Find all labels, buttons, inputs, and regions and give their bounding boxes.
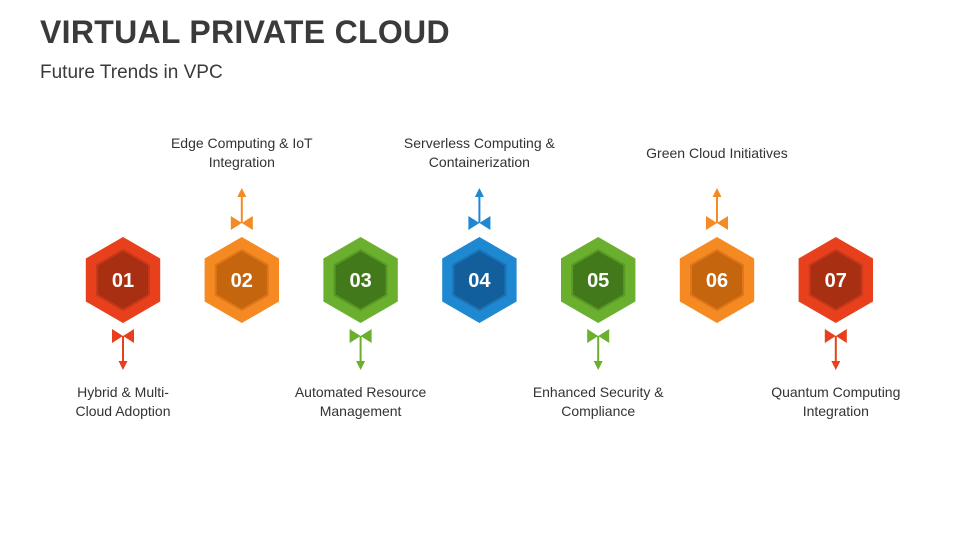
page-subtitle: Future Trends in VPC [40, 62, 223, 83]
arrow-up-icon [237, 188, 247, 197]
step-1-number: 01 [112, 270, 134, 292]
step-3-bowtie-left [349, 329, 361, 343]
step-6-bowtie-right [717, 216, 728, 230]
step-3-inner-hexagon [333, 248, 388, 312]
step-3-label: Automated Resource Management [294, 384, 427, 419]
step-3-bowtie-right [360, 329, 372, 343]
step-6: 06 [679, 188, 755, 323]
step-3-number: 03 [349, 270, 371, 292]
step-7-label: Quantum Computing Integration [771, 384, 901, 419]
step-5-number: 05 [587, 270, 609, 292]
arrow-down-icon [831, 361, 841, 370]
arrow-down-icon [118, 361, 128, 370]
step-1: 01 [85, 237, 161, 370]
step-2-bowtie-right [241, 216, 253, 230]
step-5-inner-hexagon [571, 248, 626, 312]
step-1-label: Hybrid & Multi- Cloud Adoption [75, 384, 171, 419]
step-7-bowtie-left [824, 329, 836, 343]
step-2-bowtie-left [230, 216, 242, 230]
step-5-bowtie-left [587, 329, 599, 343]
step-3: 03 [323, 237, 398, 370]
step-2: 02 [204, 188, 279, 323]
step-4-number: 04 [468, 270, 491, 292]
arrow-up-icon [474, 188, 484, 197]
step-4-label: Serverless Computing & Containerization [403, 135, 555, 170]
step-7-bowtie-right [835, 329, 847, 343]
page-title: VIRTUAL PRIVATE CLOUD [40, 14, 450, 50]
step-1-bowtie-left [112, 329, 123, 343]
arrow-down-icon [356, 361, 366, 370]
step-2-label: Edge Computing & IoT Integration [170, 135, 313, 170]
arrow-up-icon [712, 188, 722, 197]
step-5-label: Enhanced Security & Compliance [532, 384, 664, 419]
step-6-inner-hexagon [690, 248, 744, 312]
step-4-bowtie-left [468, 216, 480, 230]
step-7-inner-hexagon [808, 248, 863, 312]
step-4: 04 [442, 188, 517, 323]
step-7-number: 07 [825, 270, 847, 292]
step-1-bowtie-right [123, 329, 134, 343]
step-5: 05 [561, 237, 636, 370]
step-2-inner-hexagon [214, 248, 269, 312]
arrow-down-icon [593, 361, 603, 370]
step-4-inner-hexagon [452, 248, 507, 312]
step-1-inner-hexagon [96, 248, 150, 312]
step-6-bowtie-left [706, 216, 717, 230]
step-4-bowtie-right [479, 216, 491, 230]
step-6-label: Green Cloud Initiatives [646, 145, 788, 161]
step-7: 07 [798, 237, 873, 370]
step-6-number: 06 [706, 270, 728, 292]
step-5-bowtie-right [598, 329, 610, 343]
step-2-number: 02 [231, 270, 253, 292]
